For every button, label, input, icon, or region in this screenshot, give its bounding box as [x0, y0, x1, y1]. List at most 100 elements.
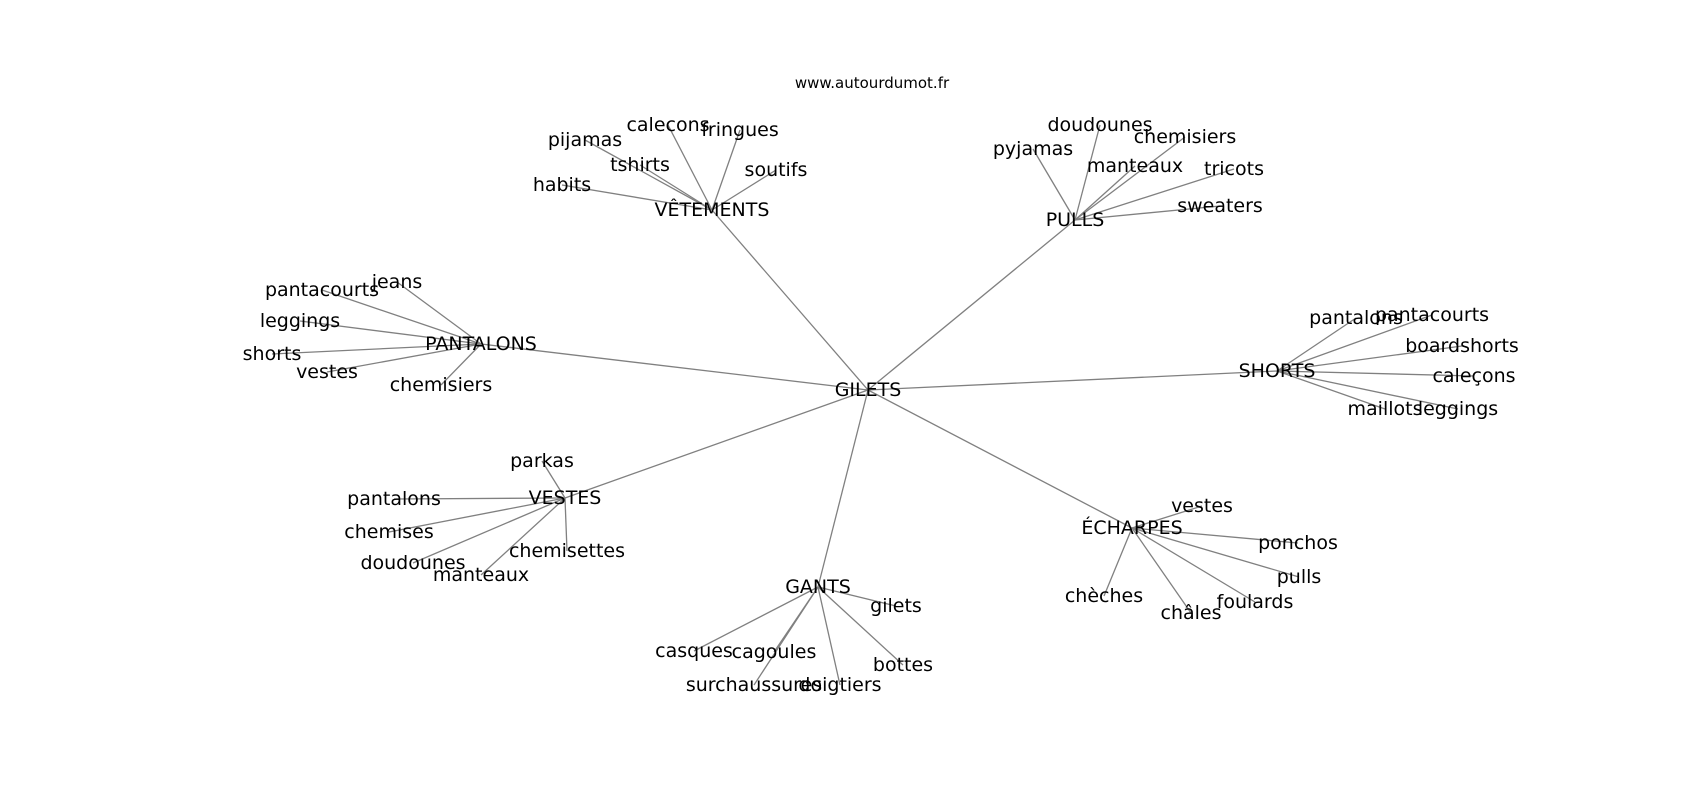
edge-vetements-calecons	[667, 124, 713, 211]
edge-gants-casques	[693, 586, 819, 652]
leaf-node-vestes-manteaux[interactable]: manteaux	[433, 564, 529, 586]
edge-vetements-soutifs	[711, 169, 777, 211]
edge-pulls-manteaux	[1074, 165, 1136, 221]
edge-shorts-leggings	[1276, 370, 1459, 410]
edge-pantalons-shorts	[271, 343, 482, 355]
leaf-node-pantalons-jeans[interactable]: jeans	[371, 271, 423, 293]
edge-echarpes-chales	[1131, 527, 1192, 614]
leaf-node-echarpes-ponchos[interactable]: ponchos	[1258, 532, 1338, 554]
leaf-node-vetements-pijamas[interactable]: pijamas	[548, 129, 622, 151]
source-label: www.autourdumot.fr	[795, 74, 950, 92]
leaf-node-vestes-chemisettes[interactable]: chemisettes	[509, 540, 625, 562]
edge-center-gants	[817, 389, 869, 588]
leaf-node-pulls-pyjamas[interactable]: pyjamas	[993, 138, 1073, 160]
edge-center-pulls	[867, 219, 1076, 391]
hub-node-vestes[interactable]: VESTES	[529, 487, 602, 509]
edge-vetements-fringues	[711, 129, 741, 211]
leaf-node-echarpes-pulls[interactable]: pulls	[1277, 566, 1322, 588]
leaf-node-shorts-leggings[interactable]: leggings	[1418, 398, 1498, 420]
edge-shorts-calecons	[1276, 370, 1475, 377]
leaf-node-vetements-tshirts[interactable]: tshirts	[610, 154, 670, 176]
leaf-node-pantalons-leggings[interactable]: leggings	[260, 310, 340, 332]
edge-pantalons-jeans	[396, 281, 482, 345]
leaf-node-pantalons-pantacourts[interactable]: pantacourts	[265, 279, 379, 301]
edge-vestes-pantalons	[393, 497, 566, 500]
leaf-node-pulls-chemisiers[interactable]: chemisiers	[1134, 126, 1237, 148]
leaf-node-shorts-pantalons[interactable]: pantalons	[1309, 307, 1403, 329]
leaf-node-gants-doigtiers[interactable]: doigtiers	[798, 674, 881, 696]
edge-echarpes-vestes	[1131, 505, 1203, 529]
edge-pantalons-leggings	[299, 320, 482, 345]
leaf-node-gants-casques[interactable]: casques	[655, 640, 733, 662]
leaf-node-echarpes-cheches[interactable]: chèches	[1065, 585, 1143, 607]
leaf-node-pulls-sweaters[interactable]: sweaters	[1177, 195, 1263, 217]
leaf-node-shorts-boardshorts[interactable]: boardshorts	[1405, 335, 1519, 357]
edge-pulls-doudounes	[1074, 124, 1101, 221]
edge-pulls-tricots	[1074, 168, 1235, 221]
edge-pulls-pyjamas	[1032, 148, 1076, 221]
edge-echarpes-pulls	[1131, 527, 1300, 578]
leaf-node-gants-bottes[interactable]: bottes	[873, 654, 933, 676]
hub-node-vetements[interactable]: VÊTEMENTS	[655, 198, 770, 221]
center-node-gilets[interactable]: GILETS	[835, 379, 902, 401]
edge-pantalons-vestes	[326, 343, 482, 373]
edge-shorts-maillots	[1276, 370, 1386, 410]
edge-gants-surchaussures	[753, 586, 819, 686]
edge-vestes-chemises	[388, 497, 566, 533]
edge-echarpes-cheches	[1103, 527, 1133, 597]
leaf-node-vestes-chemises[interactable]: chemises	[344, 521, 433, 543]
leaf-node-gants-cagoules[interactable]: cagoules	[732, 641, 817, 663]
hub-node-echarpes[interactable]: ÉCHARPES	[1081, 516, 1182, 539]
edge-shorts-pantalons	[1276, 317, 1357, 372]
leaf-node-echarpes-chales[interactable]: châles	[1161, 602, 1222, 624]
leaf-node-pantalons-vestes[interactable]: vestes	[296, 361, 358, 383]
edge-gants-bottes	[817, 586, 904, 666]
edge-center-shorts	[867, 370, 1278, 391]
graph-edges	[271, 124, 1475, 686]
leaf-node-gants-surchaussures[interactable]: surchaussures	[686, 674, 822, 696]
edge-gants-doigtiers	[817, 586, 841, 686]
leaf-node-pulls-manteaux[interactable]: manteaux	[1087, 155, 1183, 177]
edge-center-echarpes	[867, 389, 1133, 529]
leaf-node-pantalons-shorts[interactable]: shorts	[243, 343, 302, 365]
leaf-node-echarpes-foulards[interactable]: foulards	[1217, 591, 1294, 613]
edge-vestes-manteaux	[480, 497, 566, 576]
edge-shorts-pantacourts	[1276, 314, 1433, 372]
edge-center-vestes	[564, 389, 869, 499]
leaf-node-vestes-doudounes[interactable]: doudounes	[360, 552, 465, 574]
edge-vestes-chemisettes	[564, 497, 568, 552]
hub-node-shorts[interactable]: SHORTS	[1239, 360, 1316, 382]
edge-echarpes-foulards	[1131, 527, 1256, 603]
leaf-node-vetements-habits[interactable]: habits	[533, 174, 591, 196]
hub-node-gants[interactable]: GANTS	[785, 576, 851, 598]
edge-pantalons-chemisiers	[440, 343, 482, 386]
leaf-node-vetements-calecons[interactable]: calecons	[626, 114, 709, 136]
leaf-node-pulls-doudounes[interactable]: doudounes	[1047, 114, 1152, 136]
edge-pulls-sweaters	[1074, 205, 1221, 221]
hub-node-pantalons[interactable]: PANTALONS	[425, 333, 537, 355]
leaf-node-pantalons-chemisiers[interactable]: chemisiers	[390, 374, 493, 396]
edge-vestes-doudounes	[412, 497, 566, 564]
edge-vetements-habits	[561, 184, 713, 211]
leaf-node-vetements-soutifs[interactable]: soutifs	[745, 159, 808, 181]
leaf-node-shorts-pantacourts[interactable]: pantacourts	[1375, 304, 1489, 326]
leaf-node-gants-gilets[interactable]: gilets	[870, 595, 922, 617]
leaf-node-echarpes-vestes[interactable]: vestes	[1171, 495, 1233, 517]
leaf-node-shorts-maillots[interactable]: maillots	[1348, 398, 1423, 420]
edge-vetements-tshirts	[639, 164, 713, 211]
hub-node-pulls[interactable]: PULLS	[1046, 209, 1105, 231]
leaf-node-shorts-calecons[interactable]: caleçons	[1432, 365, 1515, 387]
leaf-node-vestes-pantalons[interactable]: pantalons	[347, 488, 441, 510]
leaf-node-pulls-tricots[interactable]: tricots	[1204, 158, 1264, 180]
edge-vestes-parkas	[541, 460, 566, 499]
edge-echarpes-ponchos	[1131, 527, 1299, 544]
edge-center-pantalons	[480, 343, 869, 391]
leaf-node-vetements-fringues[interactable]: fringues	[701, 119, 779, 141]
edge-pulls-chemisiers	[1074, 136, 1186, 221]
leaf-node-vestes-parkas[interactable]: parkas	[510, 450, 574, 472]
edge-gants-gilets	[817, 586, 897, 607]
edge-shorts-boardshorts	[1276, 345, 1463, 372]
edge-pantalons-pantacourts	[321, 289, 482, 345]
